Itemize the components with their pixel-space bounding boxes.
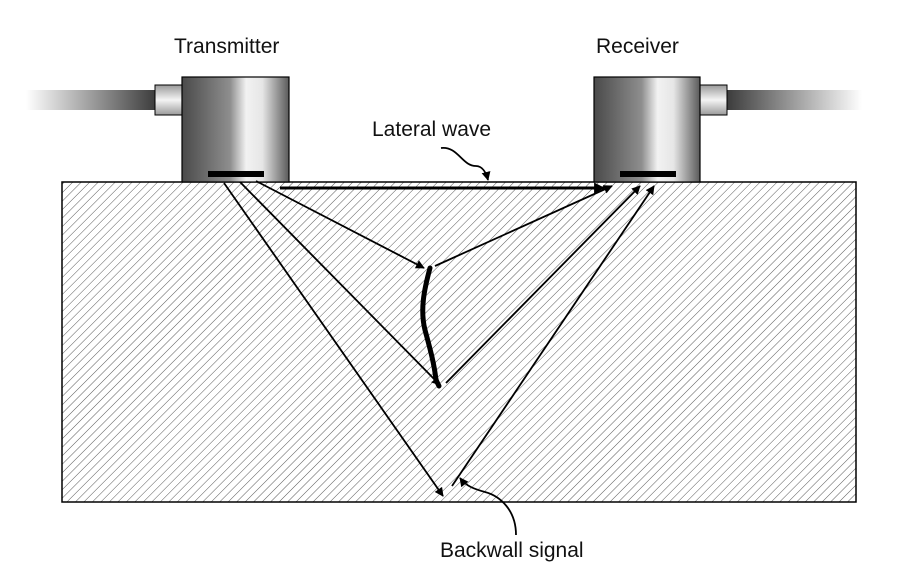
ray-to-crack-bottom xyxy=(239,181,441,386)
backwall-leader xyxy=(459,477,517,536)
transmitter-probe xyxy=(181,76,290,183)
ray-crack-top-to-receiver xyxy=(434,185,613,267)
lateral-wave-label: Lateral wave xyxy=(372,118,492,141)
transmitter-element xyxy=(208,171,264,177)
test-specimen xyxy=(61,181,857,503)
receiver-probe xyxy=(593,76,701,183)
receiver-element xyxy=(620,171,676,177)
ray-backwall-to-receiver xyxy=(451,185,655,487)
transmitter-cable xyxy=(26,90,156,110)
lateral-wave-leader xyxy=(440,147,491,181)
ray-crack-bottom-to-receiver xyxy=(445,185,641,384)
receiver-label: Receiver xyxy=(596,35,679,58)
ray-to-crack-top xyxy=(255,180,425,269)
receiver-connector xyxy=(698,84,728,116)
ray-to-backwall xyxy=(223,182,444,497)
defect-crack xyxy=(420,265,442,389)
backwall-signal-label: Backwall signal xyxy=(440,539,584,562)
transmitter-label: Transmitter xyxy=(174,35,280,58)
receiver-cable xyxy=(727,90,862,110)
transmitter-connector xyxy=(154,84,184,116)
